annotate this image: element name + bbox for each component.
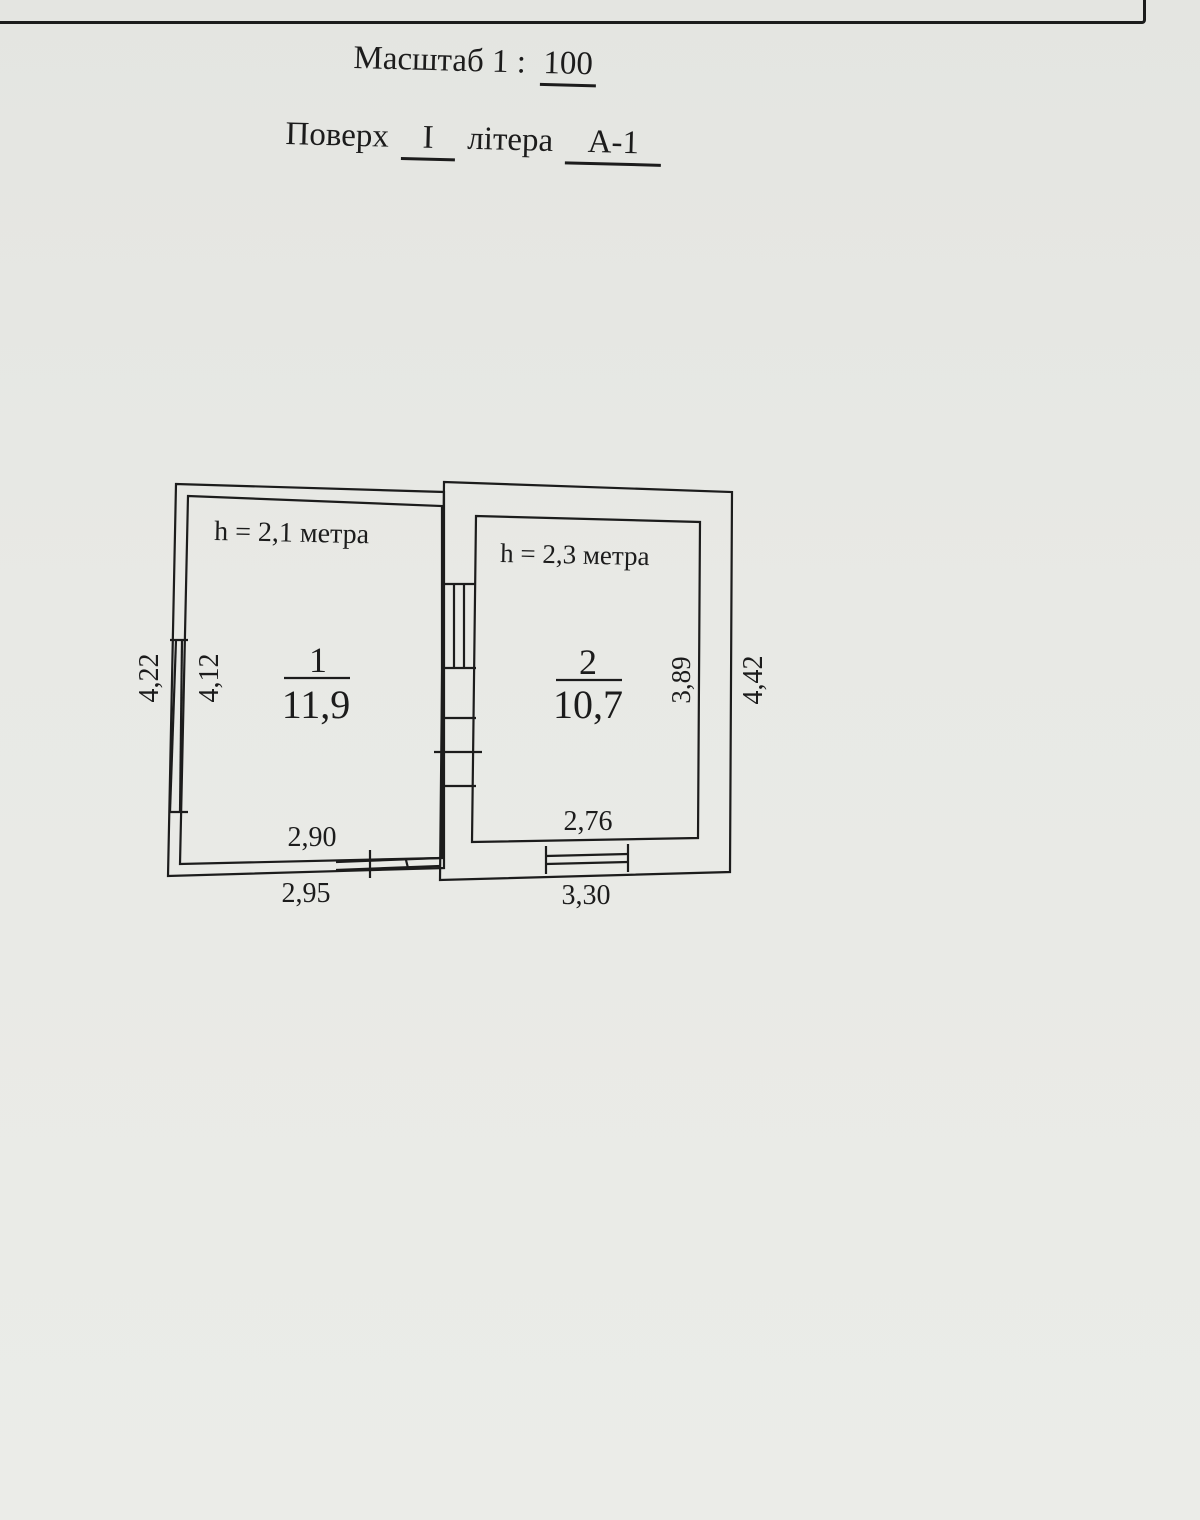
room-1-inner-width-dim: 2,90 (288, 822, 337, 853)
room-1-outer-width-dim: 2,95 (282, 878, 331, 909)
room-1-height-note: h = 2,1 метра (214, 516, 370, 550)
room-2-walls (434, 480, 734, 882)
room-2-height-note: h = 2,3 метра (500, 538, 650, 571)
room-1-area: 11,9 (282, 682, 351, 727)
room-2-outer-height-dim: 4,42 (738, 656, 769, 705)
room-1-walls (166, 482, 446, 878)
room-1-inner-height-dim: 4,12 (194, 654, 225, 703)
room-2-outer-width-dim: 3,30 (562, 880, 611, 911)
room-1-number: 1 (309, 640, 327, 680)
room-2-number: 2 (579, 642, 597, 682)
room-2-area: 10,7 (553, 682, 623, 727)
room-2-inner-width-dim: 2,76 (564, 806, 613, 837)
room-2-inner-height-dim: 3,89 (666, 656, 696, 703)
title-block-frame (0, 0, 1146, 24)
room-1-outer-height-dim: 4,22 (134, 654, 165, 703)
